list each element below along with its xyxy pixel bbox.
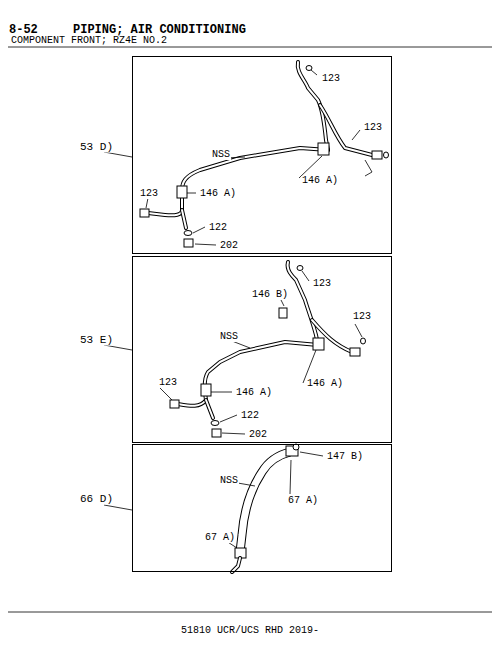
- figure-panel: 53 E)123146 B)123NSS123146 A)146 A)12220…: [132, 256, 392, 443]
- callout-number: 122: [208, 223, 228, 233]
- o-ring: [384, 152, 389, 158]
- callout-number: 146 A): [235, 388, 273, 398]
- callout-number: 146 A): [199, 189, 237, 199]
- fitting: [372, 151, 382, 159]
- callout-number: 146 A): [306, 379, 344, 389]
- fitting: [350, 348, 360, 356]
- section-title: PIPING; AIR CONDITIONING: [72, 24, 247, 36]
- leader-line: [104, 152, 132, 510]
- callout-number: NSS: [219, 476, 239, 486]
- pipe-53e: [160, 262, 366, 437]
- callout-number: 67 A): [204, 533, 236, 543]
- callout-number: 123: [363, 123, 383, 133]
- subtitle: COMPONENT FRONT; RZ4E NO.2: [10, 36, 168, 46]
- figure-panel: 53 D)123123NSS146 A)123146 A)122202: [132, 56, 392, 254]
- hose-66d: [220, 444, 323, 572]
- o-ring: [361, 338, 366, 344]
- item-number: 53 E): [79, 335, 114, 346]
- o-ring: [184, 231, 192, 236]
- callout-number: 123: [158, 378, 178, 388]
- callout-number: 146 B): [251, 290, 289, 300]
- clamp: [318, 143, 329, 155]
- callout-number: 123: [321, 74, 341, 84]
- item-number: 66 D): [79, 494, 114, 505]
- bracket: [365, 160, 372, 176]
- pipe-end: [232, 558, 240, 572]
- clamp: [177, 186, 187, 198]
- callout-number: 122: [240, 411, 260, 421]
- callout-number: 67 A): [287, 496, 319, 506]
- page-number: 8-52: [8, 24, 39, 36]
- fitting: [212, 429, 221, 437]
- figure-panel: 66 D)147 B)NSS67 A)67 A): [132, 444, 392, 572]
- callout-number: NSS: [219, 332, 239, 342]
- rule-line: [8, 47, 492, 612]
- callout-number: 146 A): [301, 176, 339, 186]
- callout-number: 123: [352, 312, 372, 322]
- callout-number: 123: [139, 189, 159, 199]
- leader-line: [160, 271, 362, 434]
- footer-code: 51810 UCR/UCS RHD 2019-: [180, 626, 320, 636]
- o-ring: [306, 66, 312, 71]
- o-ring: [297, 266, 303, 271]
- item-number: 53 D): [79, 142, 114, 153]
- fitting: [140, 209, 149, 217]
- fitting: [170, 400, 179, 408]
- leader-line: [146, 70, 360, 245]
- callout-number: 123: [312, 279, 332, 289]
- callout-number: 202: [248, 430, 268, 440]
- pipe-end: [232, 558, 240, 572]
- o-ring: [211, 421, 219, 426]
- callout-number: NSS: [211, 150, 231, 160]
- clamp: [279, 308, 287, 318]
- clamp: [313, 338, 324, 350]
- callout-number: 202: [219, 241, 239, 251]
- clamp: [201, 384, 211, 396]
- callout-number: 147 B): [326, 452, 364, 462]
- pipe-53d: [140, 62, 389, 247]
- fitting: [184, 239, 193, 247]
